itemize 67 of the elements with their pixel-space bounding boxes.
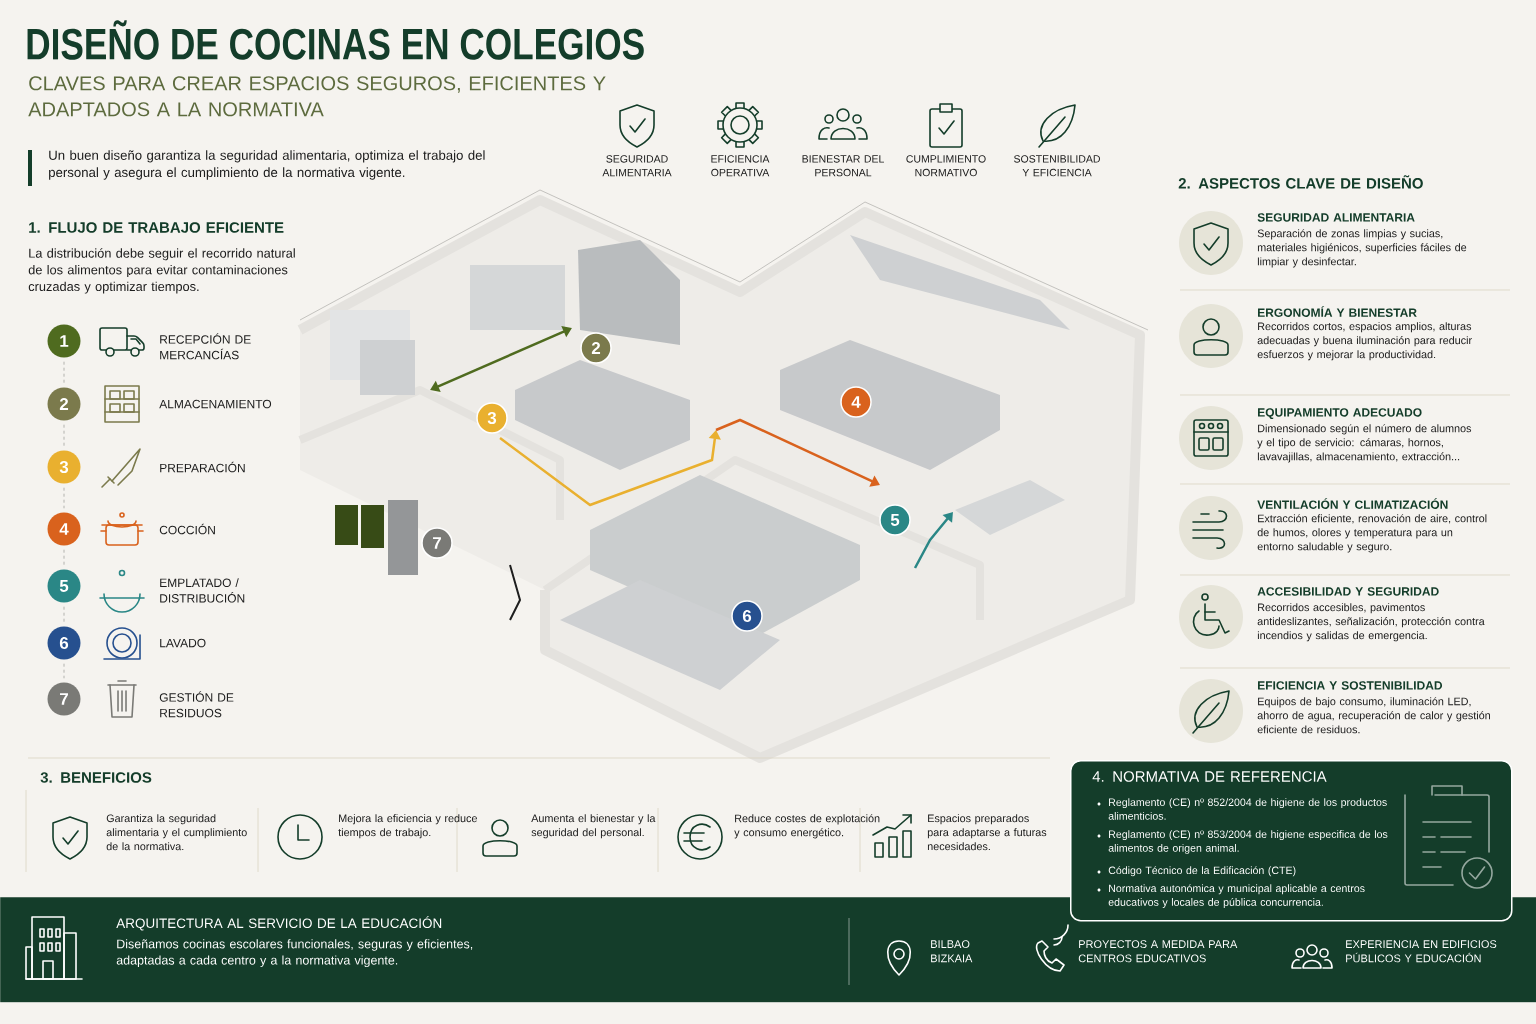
footer-band: [0, 897, 1536, 1003]
step-badge: 7: [47, 682, 81, 716]
step-badge: 4: [840, 386, 872, 418]
reference-item: Reglamento (CE) nº 852/2004 de higiene de los productos alimenticios.: [1108, 798, 1387, 820]
category-label: SEGURIDAD ALIMENTARIA: [602, 155, 672, 177]
subtitle: CLAVES PARA CREAR ESPACIOS SEGUROS, EFICIENTES Y ADAPTADOS A LA NORMATIVA: [28, 76, 606, 117]
section-heading: 3. BENEFICIOS: [40, 772, 152, 783]
benefit-text: Mejora la eficiencia y reduce tiempos de trabajo.: [338, 814, 477, 839]
step-badge: 3: [47, 450, 81, 484]
reference-item: Código Técnico de la Edificación (CTE): [1108, 866, 1296, 877]
step-label: GESTIÓN DE RESIDUOS: [159, 691, 234, 718]
step-label: LAVADO: [160, 638, 206, 648]
step-label: ALMACENAMIENTO: [159, 399, 272, 409]
section-heading: 2. ASPECTOS CLAVE DE DISEÑO: [1178, 175, 1423, 189]
benefit-text: Garantiza la seguridad alimentaria y el cumplimiento de la normativa.: [106, 814, 247, 851]
connector-line: [63, 361, 65, 384]
step-badge: 3: [476, 402, 508, 434]
aspect-text: Separación de zonas limpias y sucias, materiales higiénicos, superficies fáciles de limpiar y desinfectar.: [1257, 229, 1467, 268]
connector-line: [63, 487, 65, 509]
aspect-text: Dimensionado según el número de alumnos y el tipo de servicio: cámaras, hornos, lavavajillas, almacenamiento, extracción...: [1257, 424, 1472, 463]
intro-text: Un buen diseño garantiza la seguridad alimentaria, optimiza el trabajo del personal y asegura el cumplimiento de la normativa vigente.: [49, 150, 485, 180]
benefit-text: Reduce costes de explotación y consumo energético.: [734, 814, 880, 839]
step-badge: 2: [580, 332, 612, 364]
step-badge: 6: [47, 626, 81, 660]
step-badge: 2: [47, 387, 81, 421]
aspect-heading: ACCESIBILIDAD Y SEGURIDAD: [1257, 587, 1439, 596]
section-heading: 1. FLUJO DE TRABAJO EFICIENTE: [29, 222, 284, 233]
connector-line: [63, 663, 65, 679]
aspect-heading: EQUIPAMIENTO ADECUADO: [1258, 408, 1422, 419]
aspect-heading: VENTILACIÓN Y CLIMATIZACIÓN: [1257, 498, 1448, 509]
category-label: SOSTENIBILIDAD Y EFICIENCIA: [1014, 155, 1100, 177]
aspect-heading: ERGONOMÍA Y BIENESTAR: [1258, 306, 1417, 317]
step-badge: 5: [47, 569, 81, 603]
footer-text: EXPERIENCIA EN EDIFICIOS PÚBLICOS Y EDUCACIÓN: [1346, 940, 1497, 963]
footer-text: BILBAO BIZKAIA: [931, 940, 973, 963]
reference-panel: [1070, 760, 1513, 922]
benefit-text: Espacios preparados para adaptarse a futuras necesidades.: [927, 814, 1047, 851]
step-badge: 1: [47, 324, 81, 358]
aspect-heading: EFICIENCIA Y SOSTENIBILIDAD: [1258, 681, 1443, 690]
footer-text: PROYECTOS A MEDIDA PARA CENTROS EDUCATIVOS: [1078, 940, 1238, 963]
step-badge: 7: [421, 527, 453, 559]
step-badge: 6: [731, 600, 763, 632]
footer-text: Diseñamos cocinas escolares funcionales, seguras y eficientes, adaptadas a cada centro y a la normativa vigente.: [116, 939, 473, 968]
aspect-text: Extracción eficiente, renovación de aire, control de humos, olores y temperatura para un entorno saludable y seguro.: [1257, 514, 1487, 553]
connector-line: [63, 549, 65, 566]
step-label: EMPLATADO / DISTRIBUCIÓN: [160, 578, 245, 603]
reference-item: Reglamento (CE) nº 853/2004 de higiene especifica de los alimentos de origen animal.: [1108, 830, 1388, 854]
benefit-text: Aumenta el bienestar y la seguridad del personal.: [531, 814, 656, 839]
step-badge: 4: [47, 512, 81, 546]
aspect-heading: SEGURIDAD ALIMENTARIA: [1257, 213, 1415, 222]
panel-heading: 4. NORMATIVA DE REFERENCIA: [1092, 771, 1327, 782]
category-label: EFICIENCIA OPERATIVA: [711, 155, 770, 177]
section-text: La distribución debe seguir el recorrido natural de los alimentos para evitar contaminaciones cruzadas y optimizar tiempos.: [28, 248, 295, 294]
connector-line: [63, 606, 65, 623]
aspect-text: Recorridos cortos, espacios amplios, alturas adecuadas y buena iluminación para reducir esfuerzos y mejorar la productividad.: [1257, 322, 1472, 361]
category-label: CUMPLIMIENTO NORMATIVO: [906, 155, 986, 177]
step-label: PREPARACIÓN: [160, 461, 245, 473]
step-label: COCCIÓN: [159, 523, 215, 535]
title: DISEÑO DE COCINAS EN COLEGIOS: [27, 20, 644, 60]
aspect-text: Equipos de bajo consumo, iluminación LED, ahorro de agua, recuperación de calor y gestión eficiente de residuos.: [1257, 697, 1490, 734]
footer-heading: ARQUITECTURA AL SERVICIO DE LA EDUCACIÓN: [116, 916, 442, 931]
aspect-text: Recorridos accesibles, pavimentos antideslizantes, señalización, protección contra incendios y salidas de emergencia.: [1257, 603, 1485, 642]
connector-line: [63, 424, 65, 447]
category-label: BIENESTAR DEL PERSONAL: [802, 155, 884, 177]
reference-item: Normativa autonómica y municipal aplicable a centros educativos y locales de pública concurrencia.: [1108, 884, 1365, 908]
step-badge: 5: [879, 504, 911, 536]
step-label: RECEPCIÓN DE MERCANCÍAS: [160, 333, 251, 360]
